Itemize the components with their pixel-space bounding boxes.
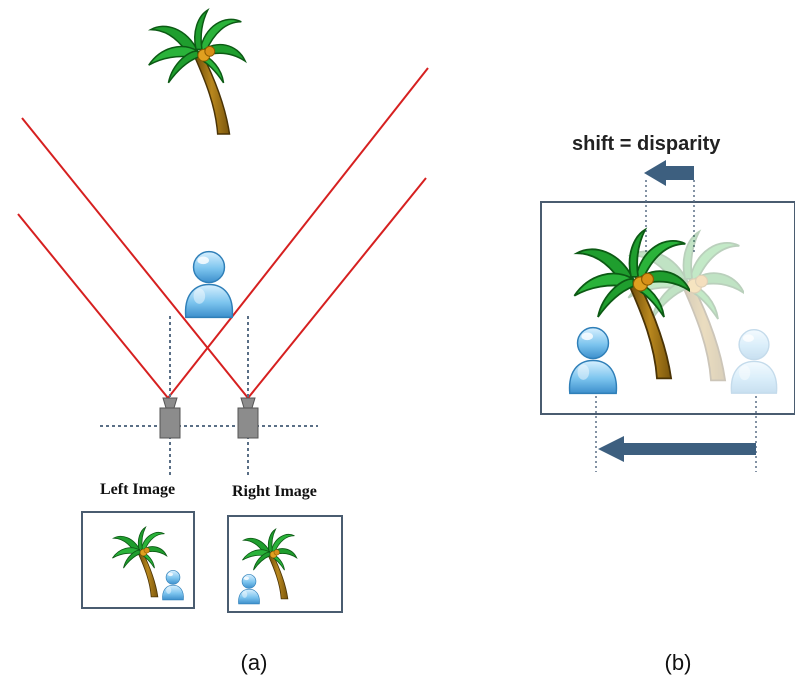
left-image-label: Left Image	[100, 481, 175, 498]
right-image-thumbnail	[227, 515, 343, 613]
person-icon	[184, 250, 234, 319]
panel-b: shift = disparity (b)	[540, 133, 795, 675]
left-camera-ray-left	[17, 213, 169, 399]
person-shift-arrow-icon	[598, 436, 756, 462]
camera-rays	[17, 67, 429, 399]
right-camera-icon	[237, 397, 259, 439]
right-camera-ray-left	[21, 117, 249, 399]
left-camera-icon	[159, 397, 181, 439]
left-image-thumbnail	[81, 511, 195, 609]
disparity-title: shift = disparity	[572, 133, 721, 155]
right-image-label: Right Image	[232, 483, 317, 500]
left-camera-ray-right	[167, 67, 429, 399]
panel-b-caption: (b)	[665, 650, 692, 675]
panel-a: Left Image Right Image (a)	[17, 9, 429, 675]
palm-tree-icon	[147, 9, 247, 135]
panel-a-caption: (a)	[241, 650, 268, 675]
right-camera-ray-right	[247, 177, 427, 399]
optical-axis-guides	[100, 316, 318, 478]
tree-shift-arrow-icon	[644, 160, 694, 186]
